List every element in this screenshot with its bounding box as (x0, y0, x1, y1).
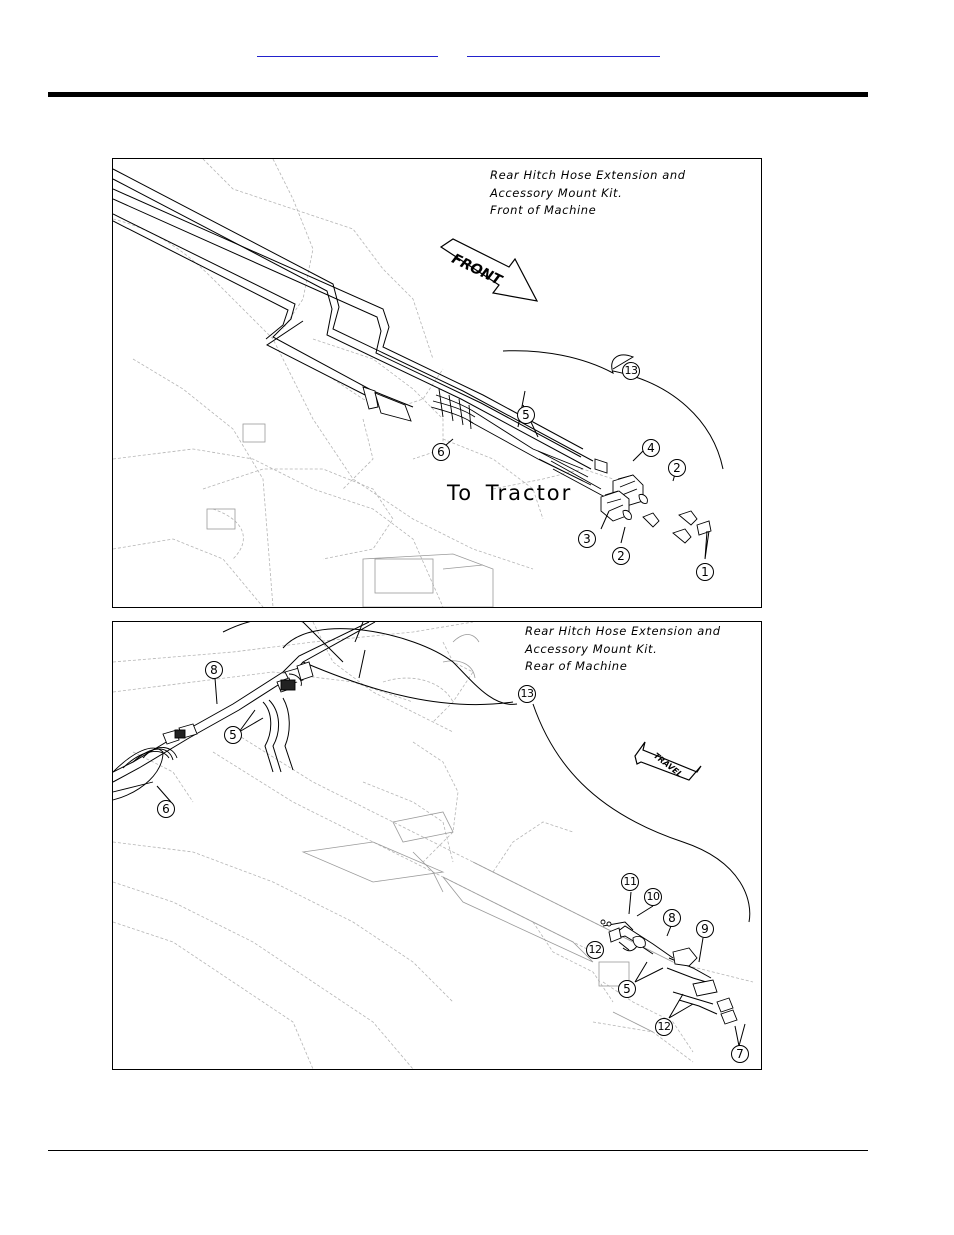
callout-13: 13 (518, 685, 536, 703)
callout-5-left: 5 (224, 726, 242, 744)
callout-5-right: 5 (618, 980, 636, 998)
callout-6: 6 (157, 800, 175, 818)
callout-1: 1 (696, 563, 714, 581)
footer-rule (48, 1150, 868, 1151)
to-tractor-label: To Tractor (447, 481, 572, 505)
callout-7: 7 (731, 1045, 749, 1063)
rear-caption: Rear Hitch Hose Extension and Accessory … (525, 623, 721, 676)
callout-3: 3 (578, 530, 596, 548)
front-of-machine-diagram: FRONT Rear Hitch Hose Extension and Acce… (112, 158, 762, 608)
rear-of-machine-diagram: TRAVEL Rear Hitch Hose Extension and Acc… (112, 621, 762, 1070)
rear-drawing: TRAVEL (113, 622, 761, 1069)
callout-2-bottom: 2 (612, 547, 630, 565)
callout-8-left: 8 (205, 661, 223, 679)
callout-12-lower: 12 (655, 1018, 673, 1036)
header-link-2[interactable] (467, 44, 660, 57)
callout-6: 6 (432, 443, 450, 461)
callout-8-right: 8 (663, 909, 681, 927)
front-drawing: FRONT (113, 159, 761, 607)
header-rule (48, 92, 868, 97)
front-caption: Rear Hitch Hose Extension and Accessory … (490, 167, 686, 220)
callout-13: 13 (622, 362, 640, 380)
callout-10: 10 (644, 888, 662, 906)
callout-11: 11 (621, 873, 639, 891)
callout-9: 9 (696, 920, 714, 938)
callout-5: 5 (517, 406, 535, 424)
callout-4: 4 (642, 439, 660, 457)
callout-2-top: 2 (668, 459, 686, 477)
callout-12-upper: 12 (586, 941, 604, 959)
header-link-1[interactable] (257, 44, 438, 57)
